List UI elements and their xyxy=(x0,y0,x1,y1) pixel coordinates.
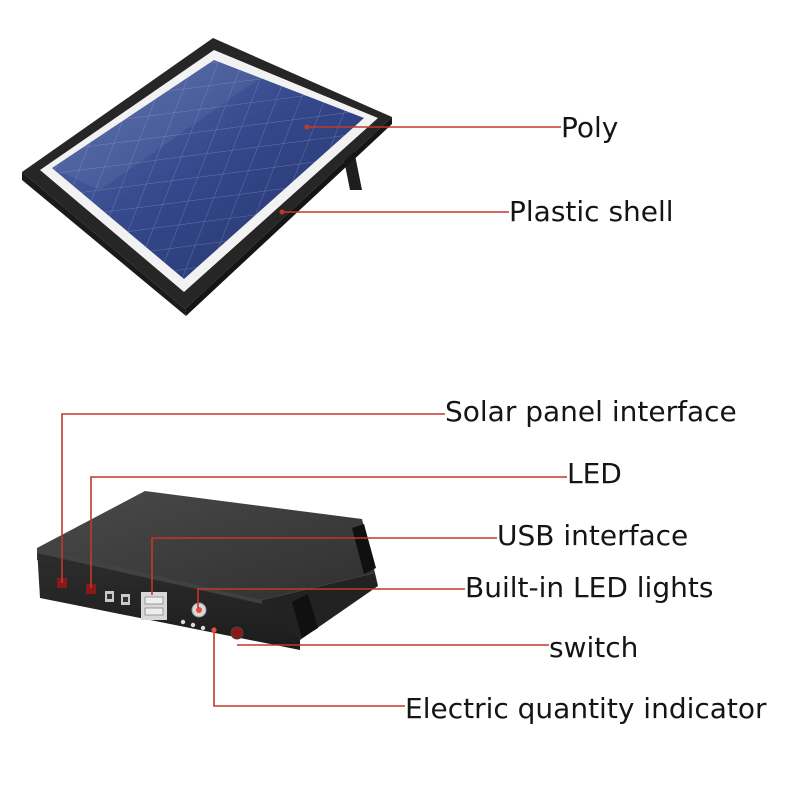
box-front xyxy=(37,548,300,650)
label-switch: switch xyxy=(549,631,639,664)
label-led: LED xyxy=(567,457,622,490)
box-handle-slot xyxy=(292,594,318,638)
label-built-in-led-lights: Built-in LED lights xyxy=(465,571,714,604)
power-switch xyxy=(230,626,244,640)
label-solar-panel-interface: Solar panel interface xyxy=(445,395,737,428)
label-electric-quantity-indicator: Electric quantity indicator xyxy=(405,692,767,725)
indicator-dot xyxy=(180,619,186,625)
leader-led xyxy=(90,476,567,588)
leader-usb-interface xyxy=(151,537,497,595)
box-rear-slot xyxy=(352,524,376,574)
indicator-dot xyxy=(200,625,206,631)
label-poly: Poly xyxy=(561,111,619,144)
leader-electric-quantity xyxy=(213,632,405,707)
leader-built-in-led xyxy=(197,588,465,608)
label-plastic-shell: Plastic shell xyxy=(509,195,674,228)
leader-solar-panel-interface xyxy=(61,413,445,583)
indicator-dot xyxy=(190,622,196,628)
solar-panel xyxy=(22,38,392,316)
indicator-dot xyxy=(211,627,217,633)
label-usb-interface: USB interface xyxy=(497,519,689,552)
led-port xyxy=(86,584,96,594)
usb-port-block xyxy=(141,592,167,620)
leader-lines xyxy=(61,126,567,707)
power-box xyxy=(37,491,378,650)
